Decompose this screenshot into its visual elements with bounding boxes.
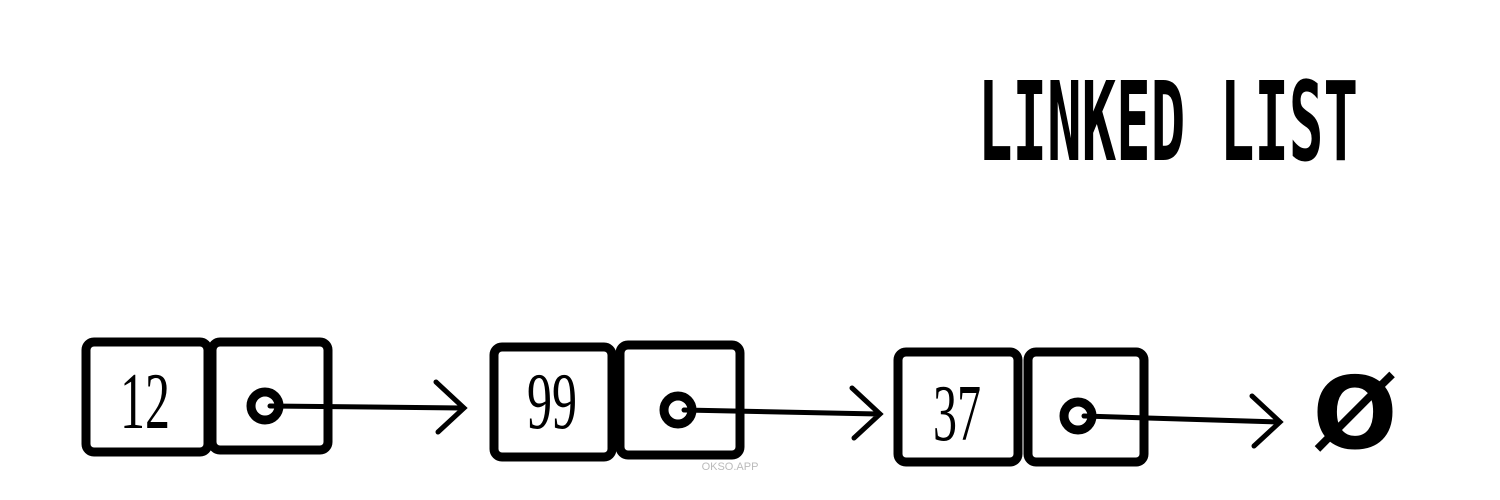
node-value: 99 [527, 358, 577, 446]
node-1: 12 [81, 337, 468, 457]
pointer-box [207, 337, 333, 455]
null-symbol: Ø [1312, 355, 1397, 472]
watermark: OKSO.APP [702, 461, 759, 473]
arrow [267, 379, 468, 435]
pointer-box [1023, 347, 1149, 467]
node-value: 12 [120, 358, 170, 446]
pointer-box [615, 340, 745, 460]
value-box [893, 347, 1023, 467]
value-box [489, 342, 617, 462]
arrow [681, 385, 884, 441]
diagram-title: LINKED LIST [978, 58, 1358, 186]
arrow [1081, 393, 1284, 449]
node-value: 37 [933, 370, 981, 458]
node-3: 37 [893, 347, 1284, 467]
node-2: 99 [489, 340, 884, 462]
